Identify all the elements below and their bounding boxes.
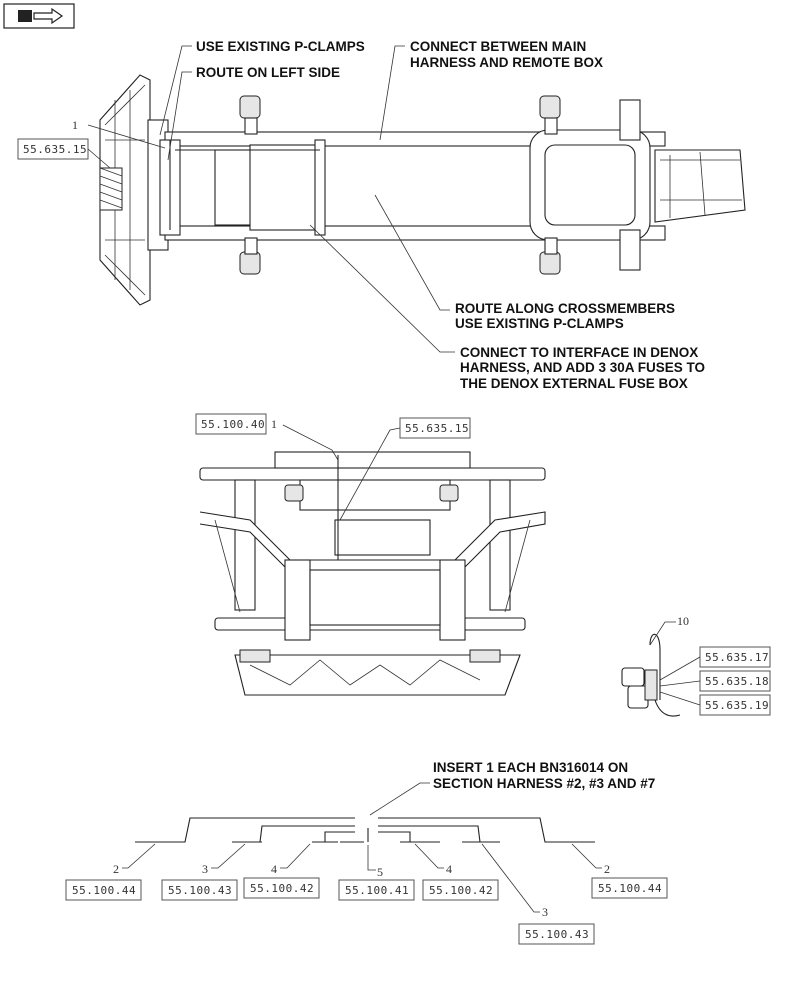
ref-box-conn-a[interactable]: 55.635.17: [699, 646, 771, 668]
ref-box-mid-left[interactable]: 55.100.40: [195, 413, 267, 435]
svg-text:55.635.18: 55.635.18: [705, 675, 769, 688]
svg-text:55.635.19: 55.635.19: [705, 699, 769, 712]
note-denox-line1: CONNECT TO INTERFACE IN DENOX: [460, 345, 698, 360]
ref-box-conn-b[interactable]: 55.635.18: [699, 670, 771, 692]
svg-text:55.100.44: 55.100.44: [72, 884, 136, 897]
ref-box-conn-c[interactable]: 55.635.19: [699, 694, 771, 716]
note-connect-main-line2: HARNESS AND REMOTE BOX: [410, 55, 603, 70]
ref-box-top-left[interactable]: 55.635.15: [17, 138, 89, 160]
rear-frame: [99, 74, 169, 306]
callout-b2-left: 2: [113, 862, 119, 876]
ref-box-h1[interactable]: 55.100.44: [65, 879, 142, 901]
connector-detail: [621, 633, 681, 717]
chassis-rear-view: [199, 451, 546, 696]
note-insert-line1: INSERT 1 EACH BN316014 ON: [433, 760, 628, 775]
note-denox-line3: THE DENOX EXTERNAL FUSE BOX: [460, 376, 688, 391]
note-insert-line2: SECTION HARNESS #2, #3 AND #7: [433, 776, 655, 791]
callout-b5: 5: [377, 865, 383, 879]
leader-lines-top: [87, 45, 455, 353]
note-route-on-left-side: ROUTE ON LEFT SIDE: [196, 65, 340, 80]
svg-text:55.635.17: 55.635.17: [705, 651, 769, 664]
ref-box-h7[interactable]: 55.100.43: [518, 923, 595, 945]
ref-box-h4[interactable]: 55.100.41: [338, 879, 415, 901]
svg-text:55.100.40: 55.100.40: [201, 418, 265, 431]
svg-text:55.635.15: 55.635.15: [23, 143, 87, 156]
note-connect-main-line1: CONNECT BETWEEN MAIN: [410, 39, 586, 54]
chassis-top-view: [99, 74, 746, 306]
harness-sections: [135, 817, 595, 843]
ref-box-h3[interactable]: 55.100.42: [243, 877, 320, 899]
callout-b2-right: 2: [604, 862, 610, 876]
callout-mid-1: 1: [271, 417, 277, 431]
callout-b3-right: 3: [542, 905, 548, 919]
arrow-right-icon[interactable]: [3, 3, 75, 29]
svg-text:55.100.43: 55.100.43: [168, 884, 232, 897]
ref-box-h5[interactable]: 55.100.42: [422, 879, 499, 901]
ref-box-h2[interactable]: 55.100.43: [161, 879, 238, 901]
svg-text:55.100.43: 55.100.43: [525, 928, 589, 941]
callout-b4-left: 4: [271, 862, 277, 876]
svg-text:55.635.15: 55.635.15: [405, 422, 469, 435]
svg-text:55.100.42: 55.100.42: [429, 884, 493, 897]
svg-text:55.100.41: 55.100.41: [345, 884, 409, 897]
svg-text:55.100.44: 55.100.44: [598, 882, 662, 895]
callout-b4-right: 4: [446, 862, 452, 876]
callout-10: 10: [677, 614, 689, 628]
note-crossmembers-line2: USE EXISTING P-CLAMPS: [455, 316, 624, 331]
note-crossmembers-line1: ROUTE ALONG CROSSMEMBERS: [455, 301, 675, 316]
callout-top-1: 1: [72, 118, 78, 132]
ref-box-mid-center[interactable]: 55.635.15: [399, 417, 471, 439]
note-use-existing-p-clamps: USE EXISTING P-CLAMPS: [196, 39, 365, 54]
note-denox-line2: HARNESS, AND ADD 3 30A FUSES TO: [460, 360, 705, 375]
callout-b3-left: 3: [202, 862, 208, 876]
ref-box-h6[interactable]: 55.100.44: [591, 877, 668, 899]
svg-text:55.100.42: 55.100.42: [250, 882, 314, 895]
